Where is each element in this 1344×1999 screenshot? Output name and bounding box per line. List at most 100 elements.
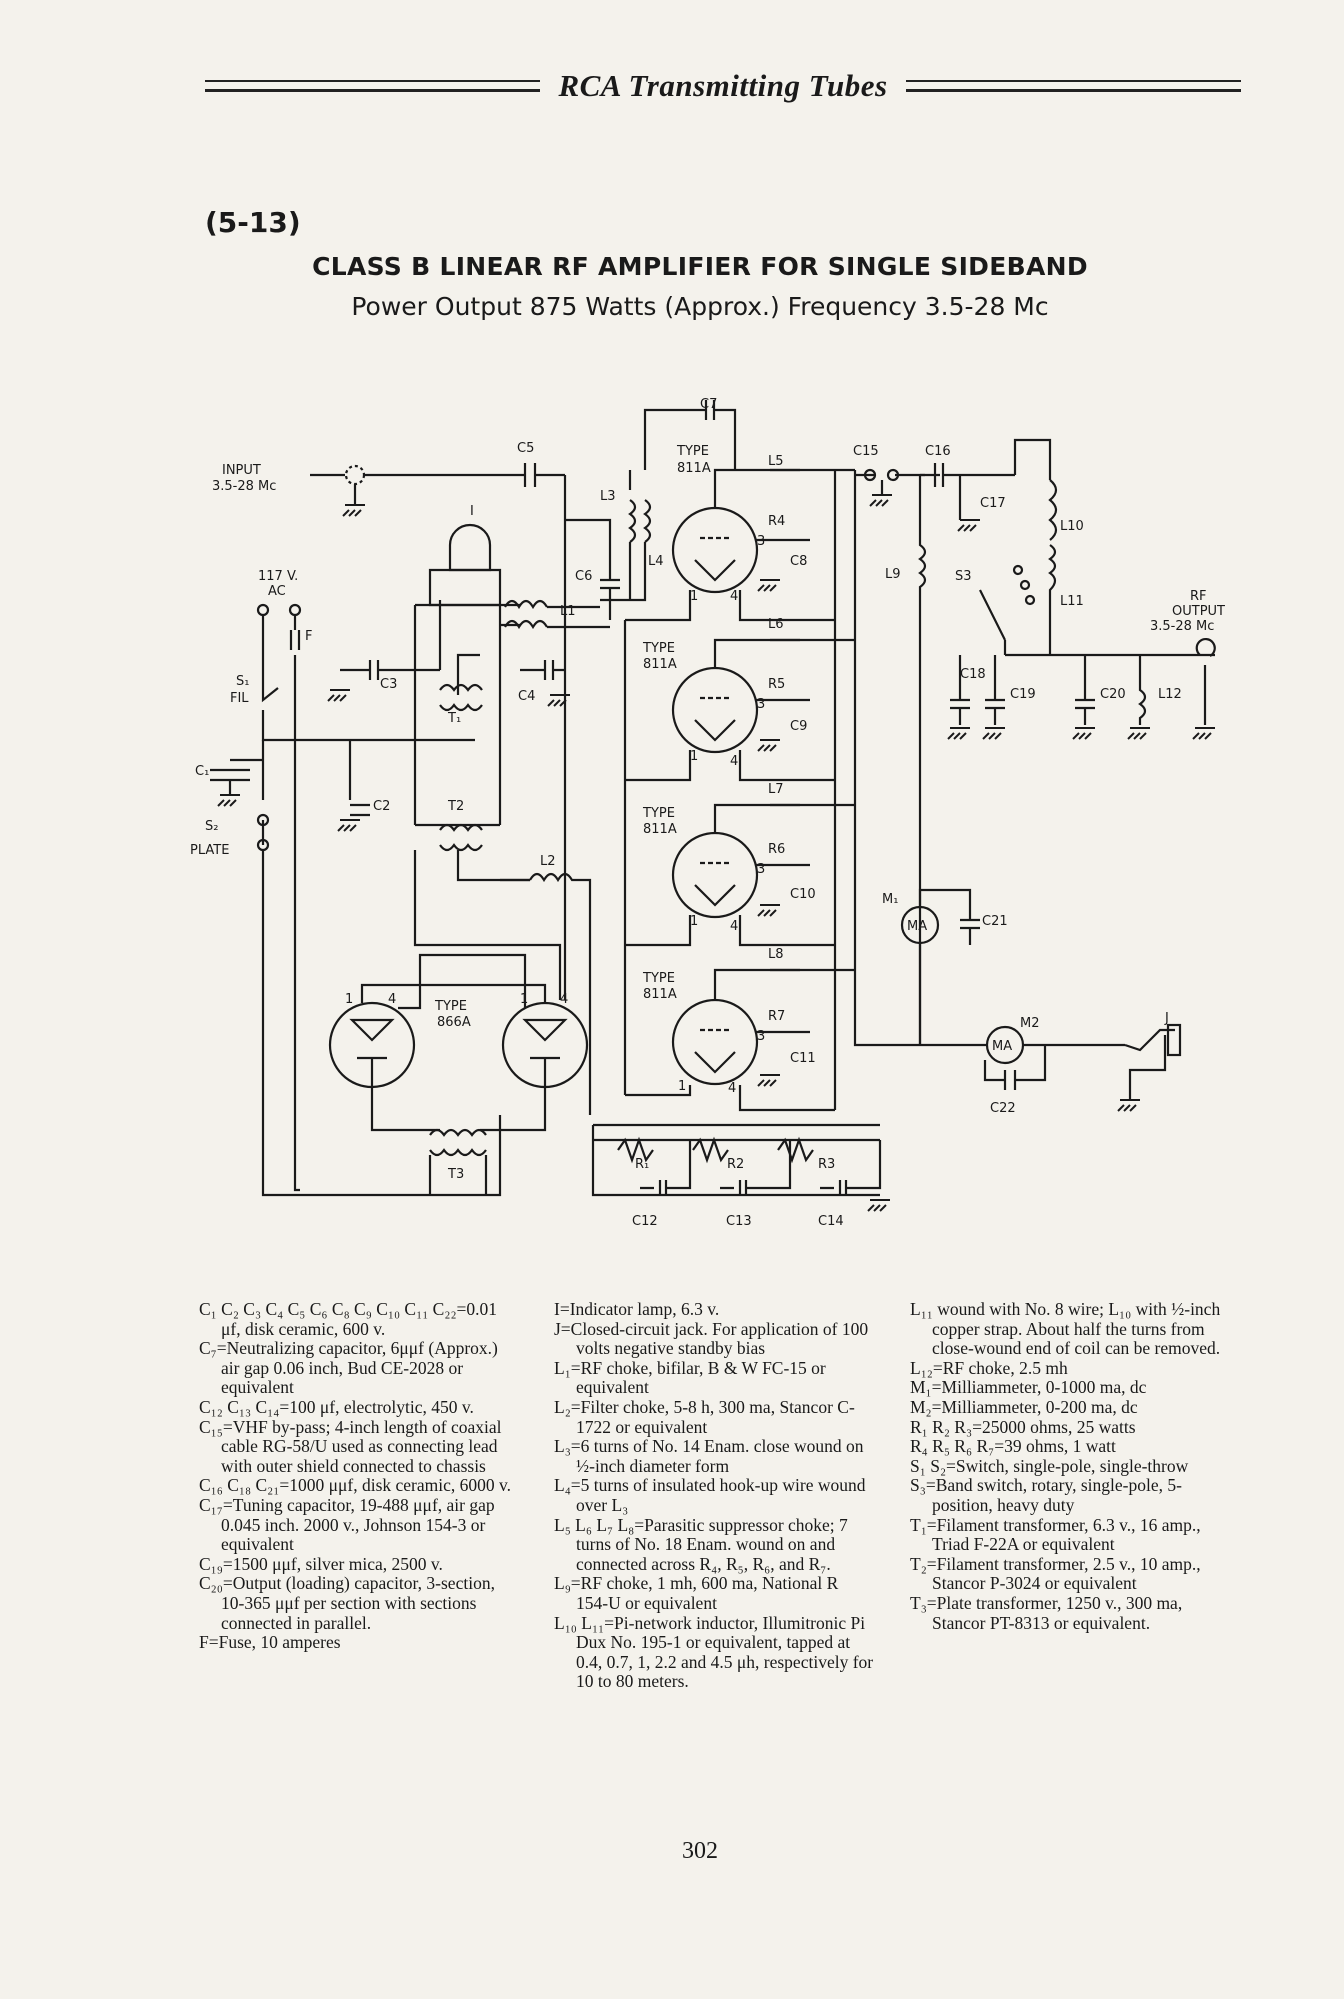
parts-list-entry: L₁=RF choke, bifilar, B & W FC-15 or equ… [554, 1357, 826, 1398]
label-tube1-811a: 811A [677, 461, 711, 476]
label-m1: M₁ [882, 892, 898, 907]
label-c1: C₁ [195, 764, 209, 779]
label-l12: L12 [1158, 687, 1182, 702]
label-l9: L9 [885, 567, 901, 582]
label-ac-voltage: 117 V. [258, 569, 298, 584]
label-output: OUTPUT [1172, 604, 1225, 619]
label-c3: C3 [380, 677, 397, 692]
label-tube4-pin4: 4 [728, 1081, 736, 1096]
parts-list-entry: F=Fuse, 10 amperes [199, 1632, 341, 1653]
label-l8: L8 [768, 947, 784, 962]
label-tube1-type: TYPE [676, 444, 709, 459]
parts-list-entry: C₁₆ C₁₈ C₂₁=1000 μμf, disk ceramic, 6000… [199, 1475, 511, 1496]
parts-list-entry: C₁₂ C₁₃ C₁₄=100 μf, electrolytic, 450 v. [199, 1396, 474, 1417]
label-tube2-type: TYPE [642, 641, 675, 656]
label-rect2-pin1: 1 [520, 992, 528, 1007]
parts-list-entry: L₁₁ wound with No. 8 wire; L₁₀ with ½-in… [910, 1299, 1221, 1359]
label-c14: C14 [818, 1214, 844, 1229]
label-c10: C10 [790, 887, 816, 902]
label-c7: C7 [700, 397, 717, 412]
parts-list-entry: L₄=5 turns of insulated hook-up wire wou… [554, 1475, 866, 1515]
figure-number: (5-13) [205, 206, 301, 239]
label-m2: M2 [1020, 1016, 1040, 1031]
label-s1: S₁ [236, 674, 249, 689]
parts-list-entry: C₇=Neutralizing capacitor, 6μμf (Approx.… [199, 1338, 498, 1398]
label-tube3-811a: 811A [643, 822, 677, 837]
parts-list-column-3: L₁₁ wound with No. 8 wire; L₁₀ with ½-in… [910, 1299, 1230, 1633]
label-rect1-pin1: 1 [345, 992, 353, 1007]
label-tube3-type: TYPE [642, 806, 675, 821]
figure-subtitle: Power Output 875 Watts (Approx.) Frequen… [351, 292, 1049, 321]
label-lamp: I [470, 504, 474, 519]
parts-list-entry: R₁ R₂ R₃=25000 ohms, 25 watts [910, 1416, 1136, 1437]
label-l5: L5 [768, 454, 784, 469]
parts-list-entry: I=Indicator lamp, 6.3 v. [554, 1299, 720, 1319]
label-tube4-type: TYPE [642, 971, 675, 986]
label-m2-ma: MA [992, 1039, 1012, 1054]
label-tube2-pin1: 1 [690, 749, 698, 764]
label-r4: R4 [768, 514, 785, 529]
label-c6: C6 [575, 569, 592, 584]
label-t3: T3 [447, 1167, 464, 1182]
parts-list-entry: T₂=Filament transformer, 2.5 v., 10 amp.… [910, 1553, 1201, 1594]
parts-list-entry: L₁₂=RF choke, 2.5 mh [910, 1357, 1068, 1378]
label-input: INPUT [222, 463, 261, 478]
label-tube3-pin1: 1 [690, 914, 698, 929]
label-c18: C18 [960, 667, 986, 682]
label-tube2-pin4: 4 [730, 754, 738, 769]
page-number: 302 [682, 1838, 718, 1864]
label-tube3-pin4: 4 [730, 919, 738, 934]
label-j: J [1164, 1011, 1169, 1026]
label-c9: C9 [790, 719, 807, 734]
label-tube1-pin1: 1 [690, 589, 698, 604]
parts-list-entry: C₁₉=1500 μμf, silver mica, 2500 v. [199, 1553, 443, 1574]
parts-list-entry: S₃=Band switch, rotary, single-pole, 5-p… [910, 1475, 1182, 1515]
parts-list-entry: J=Closed-circuit jack. For application o… [554, 1318, 869, 1359]
parts-list-entry: S₁ S₂=Switch, single-pole, single-throw [910, 1455, 1189, 1476]
parts-list-entry: C₁₅=VHF by-pass; 4-inch length of coaxia… [199, 1416, 502, 1476]
label-tube4-811a: 811A [643, 987, 677, 1002]
label-plate: PLATE [190, 843, 229, 858]
label-r3: R3 [818, 1157, 835, 1172]
label-s2: S₂ [205, 819, 218, 834]
label-c17: C17 [980, 496, 1006, 511]
label-fuse: F [305, 629, 312, 644]
label-c19: C19 [1010, 687, 1036, 702]
label-c5: C5 [517, 441, 534, 456]
parts-list-entry: T₁=Filament transformer, 6.3 v., 16 amp.… [910, 1514, 1201, 1555]
label-c15: C15 [853, 444, 879, 459]
label-tube3-pin3: 3 [757, 862, 765, 877]
label-l7: L7 [768, 782, 784, 797]
label-t2: T2 [447, 799, 464, 814]
label-fil: FIL [230, 691, 249, 706]
running-head-rule-left [205, 80, 541, 92]
label-l11: L11 [1060, 594, 1084, 609]
label-rect2-pin4: 4 [560, 992, 568, 1007]
label-r1: R₁ [635, 1157, 649, 1172]
label-l10: L10 [1060, 519, 1084, 534]
label-ac: AC [268, 584, 286, 599]
label-r5: R5 [768, 677, 785, 692]
label-rect-type: TYPE [434, 999, 467, 1014]
label-c21: C21 [982, 914, 1008, 929]
label-c2: C2 [373, 799, 390, 814]
label-tube1-pin3: 3 [757, 534, 765, 549]
label-tube1-pin4: 4 [730, 589, 738, 604]
parts-list-entry: R₄ R₅ R₆ R₇=39 ohms, 1 watt [910, 1436, 1116, 1457]
parts-list-entry: C₁₇=Tuning capacitor, 19-488 μμf, air ga… [199, 1494, 495, 1555]
label-r7: R7 [768, 1009, 785, 1024]
parts-list-entry: C₁ C₂ C₃ C₄ C₅ C₆ C₈ C₉ C₁₀ C₁₁ C₂₂=0.01… [199, 1299, 498, 1339]
running-head: RCA Transmitting Tubes [205, 66, 1242, 106]
parts-list-column-2: I=Indicator lamp, 6.3 v. J=Closed-circui… [554, 1299, 874, 1692]
figure-title: CLASS B LINEAR RF AMPLIFIER FOR SINGLE S… [312, 252, 1088, 281]
parts-list-entry: L₉=RF choke, 1 mh, 600 ma, National R 15… [554, 1573, 839, 1613]
label-rect1-pin4: 4 [388, 992, 396, 1007]
label-l6: L6 [768, 617, 784, 632]
label-c11: C11 [790, 1051, 816, 1066]
label-rect-866a: 866A [437, 1015, 471, 1030]
parts-list-entry: L₅ L₆ L₇ L₈=Parasitic suppressor choke; … [554, 1514, 848, 1574]
label-l1: L1 [560, 604, 576, 619]
label-c4: C4 [518, 689, 535, 704]
